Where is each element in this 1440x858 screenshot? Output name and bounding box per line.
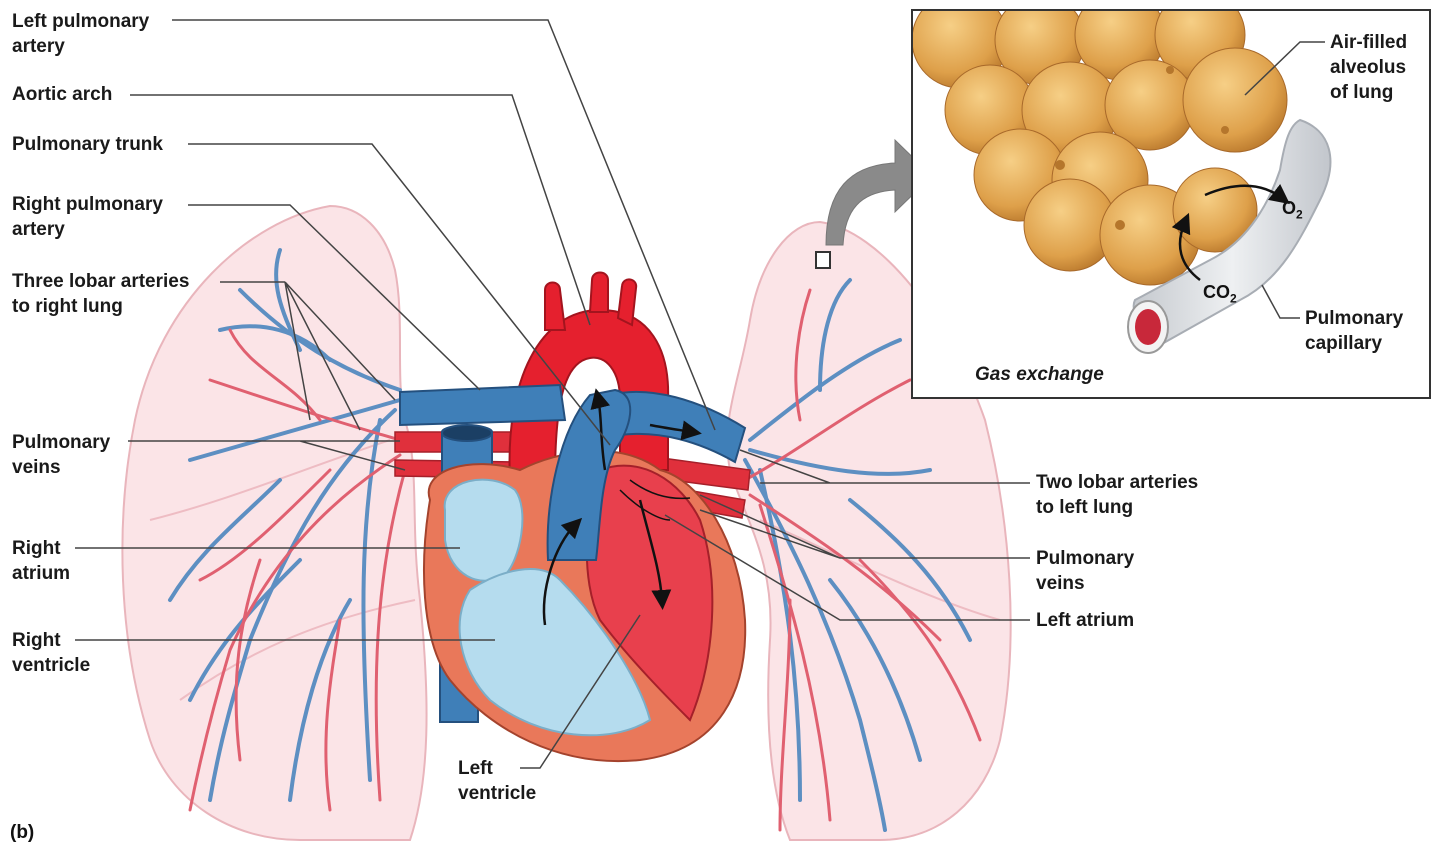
heart <box>423 388 747 762</box>
label-pulmonary-veins-left: Pulmonary veins <box>12 432 111 478</box>
leader-lines <box>75 19 1325 769</box>
right-pulmonary-artery <box>399 383 567 427</box>
label-three-lobar-arteries: Three lobar arteries to right lung <box>12 271 190 317</box>
label-two-lobar-arteries: Two lobar arteries to left lung <box>1036 472 1199 518</box>
label-left-pulmonary-artery: Left pulmonary artery <box>12 11 150 57</box>
label-left-ventricle: Left ventricle <box>458 758 537 804</box>
left-pulmonary-artery <box>608 390 747 464</box>
label-pulmonary-capillary: Pulmonary capillary <box>1305 308 1404 354</box>
label-left-atrium: Left atrium <box>1036 610 1135 631</box>
magnified-region-box <box>815 251 831 269</box>
label-right-pulmonary-artery: Right pulmonary artery <box>12 194 163 240</box>
label-right-ventricle: Right ventricle <box>12 630 91 676</box>
o2-label: O2 <box>1282 198 1303 222</box>
label-aortic-arch: Aortic arch <box>12 84 113 105</box>
label-air-filled-alveolus: Air-filled alveolus of lung <box>1330 32 1408 103</box>
inset-caption: Gas exchange <box>975 364 1104 385</box>
label-pulmonary-trunk: Pulmonary trunk <box>12 134 163 155</box>
panel-letter: (b) <box>10 822 35 843</box>
aorta <box>508 271 670 481</box>
gas-exchange-inset <box>911 9 1431 399</box>
label-right-atrium: Right atrium <box>12 538 71 584</box>
co2-label: CO2 <box>1203 282 1237 306</box>
label-pulmonary-veins-right: Pulmonary veins <box>1036 548 1135 594</box>
